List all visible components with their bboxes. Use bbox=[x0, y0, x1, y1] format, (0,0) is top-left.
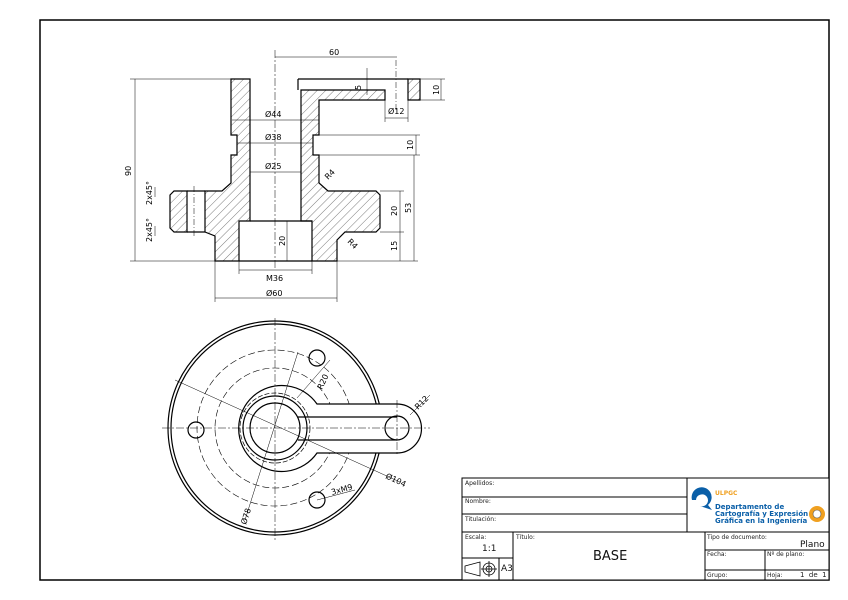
dim-chamfer-bottom: 2x45° bbox=[145, 218, 154, 242]
dim-r4-bottom: R4 bbox=[346, 237, 360, 251]
dim-r4-top: R4 bbox=[323, 168, 337, 182]
escala-value: 1:1 bbox=[482, 544, 497, 554]
dim-20-flange: 20 bbox=[390, 206, 399, 216]
hoja-value: 1 de 1 bbox=[800, 571, 827, 579]
dim-d44: Ø44 bbox=[265, 109, 281, 119]
department-emblem-icon bbox=[809, 506, 825, 522]
dim-53: 53 bbox=[404, 203, 413, 213]
grupo-label: Grupo: bbox=[707, 572, 728, 579]
dim-r20: R20 bbox=[316, 373, 331, 391]
dim-60-top: 60 bbox=[329, 48, 339, 57]
dim-d25: Ø25 bbox=[265, 161, 281, 171]
sheet-frame bbox=[39, 19, 830, 581]
num-plano-label: Nº de plano: bbox=[767, 551, 805, 558]
titulo-value: BASE bbox=[593, 549, 628, 564]
plan-view bbox=[162, 318, 431, 540]
dim-d60-base: Ø60 bbox=[266, 288, 282, 298]
tipo-documento-label: Tipo de documento: bbox=[707, 534, 767, 541]
dim-90: 90 bbox=[124, 166, 133, 176]
hoja-label: Hoja: bbox=[767, 572, 783, 579]
title-block-grid bbox=[461, 477, 830, 581]
dim-10-groove: 10 bbox=[406, 140, 415, 150]
dim-20-bore: 20 bbox=[278, 236, 287, 246]
dim-r12: R12 bbox=[413, 394, 431, 412]
org-line2: Cartografía y Expresión bbox=[715, 510, 809, 518]
org-short: ULPGC bbox=[715, 490, 738, 497]
dim-d12: Ø12 bbox=[388, 106, 404, 116]
fecha-label: Fecha: bbox=[707, 551, 727, 558]
ulpgc-logo-icon bbox=[691, 487, 712, 510]
format-value: A3 bbox=[501, 564, 513, 574]
dim-chamfer-top: 2x45° bbox=[145, 181, 154, 205]
dim-10-top: 10 bbox=[432, 85, 441, 95]
escala-label: Escala: bbox=[465, 534, 487, 541]
dim-d38: Ø38 bbox=[265, 132, 281, 142]
org-line3: Gráfica en la Ingeniería bbox=[715, 517, 808, 525]
titulo-label: Título: bbox=[516, 534, 535, 541]
front-dimension-lines bbox=[130, 56, 445, 302]
nombre-label: Nombre: bbox=[465, 498, 491, 505]
front-section-view bbox=[169, 50, 421, 268]
dim-3xm9: 3xM9 bbox=[330, 483, 353, 497]
dim-m36: M36 bbox=[266, 274, 283, 283]
dim-5: 5 bbox=[354, 85, 363, 90]
apellidos-label: Apellidos: bbox=[465, 480, 495, 487]
dim-d104: Ø104 bbox=[384, 471, 408, 489]
dim-15: 15 bbox=[390, 241, 399, 251]
tipo-documento-value: Plano bbox=[800, 540, 825, 550]
projection-symbol-icon bbox=[464, 561, 497, 577]
titulacion-label: Titulación: bbox=[465, 516, 497, 523]
org-line1: Departamento de bbox=[715, 503, 785, 511]
dim-d78: Ø78 bbox=[238, 507, 253, 526]
